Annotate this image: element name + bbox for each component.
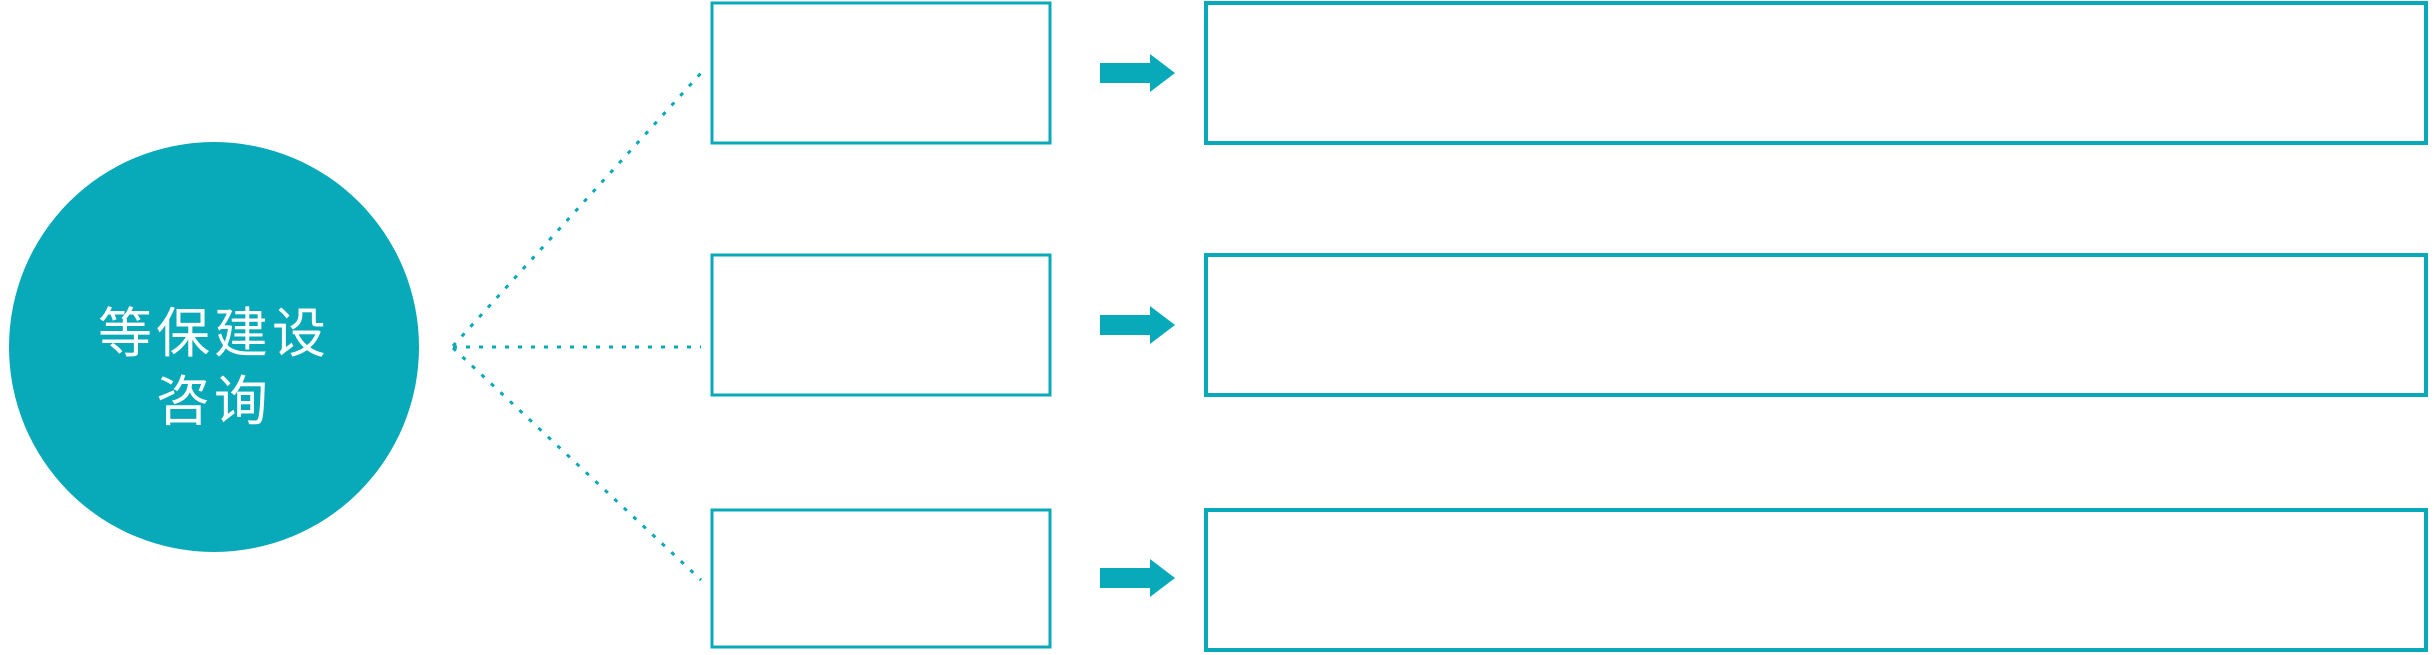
topic-circle-label-line2: 咨询 — [156, 372, 272, 432]
dotted-connector-bottom — [451, 346, 703, 582]
category-box-1 — [710, 1, 1052, 145]
category-box-2 — [710, 253, 1052, 397]
arrow-right-icon — [1100, 54, 1175, 92]
category-box-3 — [710, 508, 1052, 649]
dotted-connector-top — [451, 71, 703, 348]
diagram-row-1 — [710, 1, 2428, 145]
arrow-right-icon — [1100, 306, 1175, 344]
diagram-row-2 — [710, 253, 2428, 397]
arrow-right-icon — [1100, 559, 1175, 597]
description-box-1 — [1204, 1, 2428, 145]
topic-circle — [9, 142, 419, 552]
description-box-3 — [1204, 508, 2428, 652]
description-box-2 — [1204, 253, 2428, 397]
topic-circle-label-line1: 等保建设 — [98, 304, 330, 364]
diagram-row-3 — [710, 508, 2428, 652]
